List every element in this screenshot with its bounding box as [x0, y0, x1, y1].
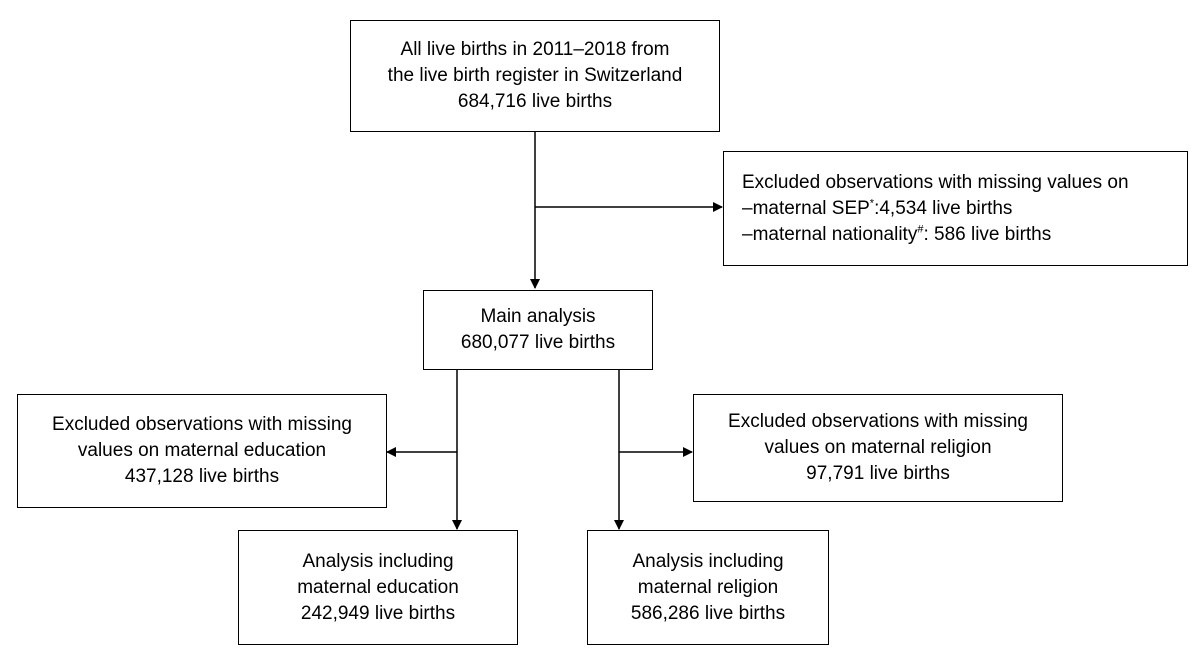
analysis-education-line1: Analysis including — [302, 550, 454, 572]
analysis-religion-count: 586,286 live births — [630, 602, 786, 624]
excluded-education-count: 437,128 live births — [124, 466, 280, 487]
box-analysis-education: Analysis including maternal education 24… — [238, 530, 518, 645]
excluded-nationality-line: –maternal nationality#: 586 live births — [742, 222, 1051, 248]
analysis-education-line2: maternal education — [297, 576, 459, 598]
excluded-sep-heading: Excluded observations with missing value… — [742, 171, 1129, 193]
all-births-line2: the live birth register in Switzerland — [387, 65, 683, 86]
excluded-nationality-label: –maternal nationality — [742, 223, 918, 245]
box-analysis-religion: Analysis including maternal religion 586… — [587, 530, 829, 645]
main-analysis-title: Main analysis — [480, 306, 596, 327]
excluded-education-line1: Excluded observations with missing — [52, 414, 352, 435]
box-excluded-religion: Excluded observations with missing value… — [693, 394, 1063, 502]
box-excluded-education: Excluded observations with missing value… — [17, 394, 387, 508]
excluded-sep-label: –maternal SEP — [742, 197, 870, 219]
nationality-footnote-mark: # — [917, 223, 924, 236]
all-births-line1: All live births in 2011–2018 from — [400, 39, 670, 60]
box-excluded-sep-nationality: Excluded observations with missing value… — [723, 151, 1188, 266]
analysis-religion-line2: maternal religion — [637, 576, 779, 598]
excluded-religion-line2: values on maternal religion — [764, 437, 992, 458]
main-analysis-count: 680,077 live births — [460, 332, 616, 353]
analysis-education-count: 242,949 live births — [300, 602, 456, 624]
excluded-nationality-count: : 586 live births — [923, 223, 1052, 245]
box-main-analysis: Main analysis 680,077 live births — [423, 290, 653, 370]
sep-footnote-mark: * — [869, 197, 875, 210]
excluded-sep-count: :4,534 live births — [874, 197, 1013, 219]
excluded-religion-line1: Excluded observations with missing — [728, 411, 1028, 432]
excluded-sep-line: –maternal SEP*:4,534 live births — [742, 196, 1012, 222]
all-births-count: 684,716 live births — [457, 91, 613, 112]
box-all-live-births: All live births in 2011–2018 from the li… — [350, 20, 720, 132]
excluded-education-line2: values on maternal education — [77, 440, 327, 461]
analysis-religion-line1: Analysis including — [632, 550, 784, 572]
excluded-religion-count: 97,791 live births — [806, 463, 950, 484]
